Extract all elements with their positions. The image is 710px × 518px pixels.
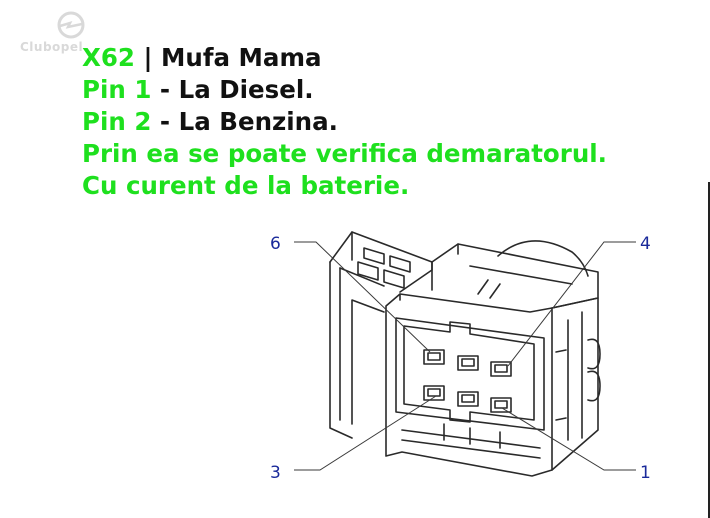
watermark-text: Clubopel xyxy=(20,40,84,54)
callout-leader-3 xyxy=(294,395,437,471)
connector-caption: X62 | Mufa Mama Pin 1 - La Diesel. Pin 2… xyxy=(82,42,607,202)
pin2-label: Pin 2 xyxy=(82,107,152,136)
callout-6: 6 xyxy=(270,234,281,254)
connector-code: X62 xyxy=(82,43,135,72)
callout-leader-6 xyxy=(294,241,431,353)
connector-lock-frame xyxy=(329,231,433,291)
connector-side-panel xyxy=(551,297,599,471)
watermark-logo: Clubopel xyxy=(14,10,94,56)
connector-rear-boss xyxy=(497,240,589,277)
callout-1: 1 xyxy=(640,463,651,483)
callout-4: 4 xyxy=(640,234,651,254)
caption-line-battery: Cu curent de la baterie. xyxy=(82,171,410,200)
callout-leader-1 xyxy=(501,407,636,471)
caption-line-pin2: Pin 2 - La Benzina. xyxy=(82,106,607,138)
connector-name: | Mufa Mama xyxy=(134,43,322,72)
opel-logo-icon xyxy=(57,11,85,39)
callout-leader-4 xyxy=(507,241,636,367)
pin1-description: - La Diesel. xyxy=(151,75,314,104)
latch-slot xyxy=(477,279,489,295)
pin2-description: - La Benzina. xyxy=(151,107,338,136)
caption-line-pin1: Pin 1 - La Diesel. xyxy=(82,74,607,106)
callout-3: 3 xyxy=(270,463,281,483)
pin-terminals xyxy=(423,349,512,413)
lock-grid xyxy=(357,247,411,289)
pin-cavity xyxy=(403,321,535,423)
caption-line-note: Prin ea se poate verifica demaratorul. xyxy=(82,139,607,168)
pin1-label: Pin 1 xyxy=(82,75,152,104)
right-frame-border xyxy=(708,182,710,518)
caption-line-title: X62 | Mufa Mama xyxy=(82,42,607,74)
